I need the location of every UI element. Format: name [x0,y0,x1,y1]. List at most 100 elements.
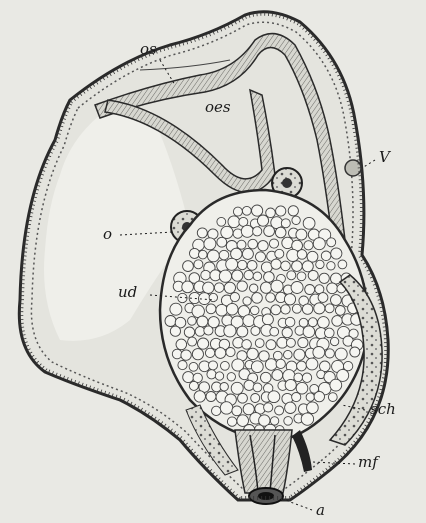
yolk-cell [261,282,272,293]
yolk-cell [264,226,275,237]
yolk-cell [250,306,259,315]
yolk-cell [271,305,281,315]
yolk-cell [332,316,343,327]
yolk-cell [170,326,180,336]
yolk-cell [170,303,182,315]
yolk-cell [215,348,226,359]
yolk-cell [237,281,247,291]
yolk-cell [214,283,224,293]
yolk-cell [244,380,254,390]
yolk-cell [328,393,337,402]
yolk-cell [265,359,277,371]
yolk-cell [338,260,347,269]
yolk-cell [242,206,251,215]
cilium [357,156,361,157]
yolk-cell [189,381,198,390]
yolk-cell [227,417,236,426]
label-o: o [103,227,112,242]
yolk-cell [288,206,298,216]
yolk-cell [181,350,191,360]
yolk-cell [224,325,236,337]
yolk-cell [243,297,251,305]
yolk-cell [285,402,296,413]
yolk-cell [253,272,262,281]
yolk-cell [217,217,226,226]
yolk-cell [325,304,334,313]
yolk-cell [247,348,258,359]
yolk-cell [184,327,194,337]
yolk-cell [250,284,258,292]
yolk-cell [331,248,342,259]
yolk-cell [257,215,268,226]
yolk-cell [304,241,313,250]
yolk-cell [192,349,203,360]
yolk-cell [251,361,263,373]
label-a: a [316,503,325,518]
yolk-cell [176,339,187,350]
yolk-cell [294,349,305,360]
yolk-cell [303,326,315,338]
yolk-cell [172,349,182,359]
yolk-cell [275,406,284,415]
yolk-cell [272,370,283,381]
yolk-cell [284,417,293,426]
yolk-cell [228,216,240,228]
yolk-cell [271,280,283,292]
yolk-cell [291,282,303,294]
label-ud: ud [118,285,137,300]
yolk-cell [294,373,303,382]
yolk-cell [292,393,301,402]
yolk-cell [256,252,266,262]
yolk-cell [237,326,248,337]
yolk-cell [220,383,228,391]
yolk-cell [327,238,336,247]
yolk-cell [198,338,209,349]
cilium [383,370,387,371]
yolk-cell [253,383,262,392]
yolk-cell [269,239,278,248]
yolk-cell [252,293,263,304]
yolk-cell [226,303,238,315]
yolk-cell [233,207,242,216]
yolk-cell [207,370,216,379]
yolk-cell [178,361,187,370]
yolk-cell [302,304,312,314]
yolk-cell [237,240,246,249]
yolk-cell [217,237,227,247]
yolk-cell [232,270,243,281]
cilium [23,252,27,253]
yolk-cell [313,238,325,250]
cilium [25,236,29,237]
yolk-cell [281,261,291,271]
cilium [356,152,360,153]
yolk-cell [325,349,334,358]
yolk-cell [248,239,258,249]
yolk-cell [219,270,231,282]
yolk-cell [203,282,214,293]
cilium [355,144,359,145]
yolk-cell [282,328,292,338]
yolk-cell [305,285,315,295]
yolk-cell [215,372,223,380]
yolk-cell [298,338,308,348]
label-v: V [379,150,390,165]
yolk-cell [252,205,263,216]
yolk-cell [238,393,248,403]
yolk-cell [258,241,268,251]
yolk-cell [316,260,324,268]
yolk-cell [266,208,276,218]
yolk-cell [255,339,264,348]
yolk-cell [292,304,301,313]
yolk-cell [319,273,329,283]
yolk-cell [232,406,242,416]
yolk-cell [271,259,281,269]
yolk-cell [197,228,207,238]
label-sch: sch [370,402,396,417]
yolk-cell [308,270,318,280]
yolk-cell [262,314,273,325]
yolk-cell [241,225,253,237]
yolk-cell [330,337,338,345]
yolk-cell [270,417,278,425]
yolk-cell [321,251,331,261]
